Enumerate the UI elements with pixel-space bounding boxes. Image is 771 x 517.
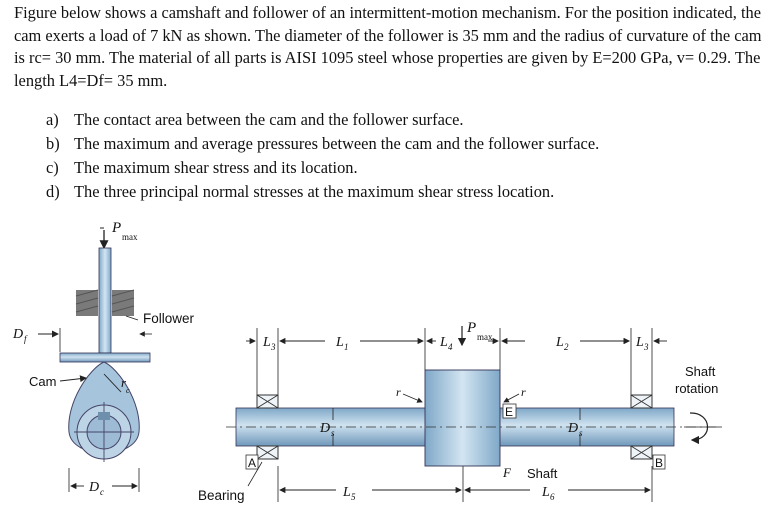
l6-sub: 6	[550, 492, 555, 502]
shaft-rotation-line2: rotation	[675, 381, 718, 396]
point-e-label: E	[505, 405, 513, 419]
problem-statement: Figure below shows a camshaft and follow…	[14, 2, 762, 92]
pmax-mid-label: P	[466, 320, 476, 336]
ds-left-label: D	[319, 421, 330, 436]
dc-sub: c	[100, 487, 104, 497]
task-label: d)	[46, 182, 60, 201]
task-item: c) The maximum shear stress and its locat…	[46, 156, 599, 180]
task-text: The three principal normal stresses at t…	[74, 182, 555, 201]
l4-sub: 4	[448, 342, 453, 352]
dc-label: D	[88, 480, 99, 495]
task-list: a) The contact area between the cam and t…	[46, 108, 599, 204]
point-b-label: B	[655, 456, 663, 470]
l3-left-sub: 3	[270, 342, 276, 352]
l3-right-label: L	[635, 335, 644, 350]
pmax-sub: max	[122, 232, 138, 242]
task-label: c)	[46, 158, 59, 177]
task-item: b) The maximum and average pressures betw…	[46, 132, 599, 156]
l5-label: L	[342, 485, 351, 500]
follower-cam-view: P max Follower D f Cam r c D c	[12, 220, 195, 497]
l4-label: L	[439, 335, 448, 350]
problem-text: Figure below shows a camshaft and follow…	[14, 3, 762, 90]
l2-sub: 2	[564, 342, 569, 352]
l1-label: L	[335, 335, 344, 350]
task-text: The contact area between the cam and the…	[74, 110, 464, 129]
l2-label: L	[555, 335, 564, 350]
shaft-view: L 3 L 1 L 4 P max L 2 L 3 r r E D s D s …	[198, 320, 722, 503]
task-item: d) The three principal normal stresses at…	[46, 180, 599, 204]
point-f-label: F	[502, 465, 512, 480]
rc-sub: c	[126, 386, 130, 395]
point-a-label: A	[248, 456, 256, 470]
rc-label: r	[121, 375, 127, 390]
shaft-rotation-line1: Shaft	[685, 364, 716, 379]
ds-right-label: D	[567, 421, 578, 436]
bearing-label: Bearing	[198, 488, 245, 503]
ds-left-sub: s	[331, 428, 335, 438]
task-label: a)	[46, 110, 59, 129]
l5-sub: 5	[351, 492, 356, 502]
pmax-label: P	[111, 220, 121, 236]
l1-sub: 1	[344, 342, 349, 352]
pmax-mid-sub: max	[477, 332, 493, 342]
task-text: The maximum and average pressures betwee…	[74, 134, 600, 153]
df-label: D	[12, 327, 23, 342]
task-text: The maximum shear stress and its locatio…	[74, 158, 358, 177]
shaft-label: Shaft	[527, 466, 558, 481]
task-item: a) The contact area between the cam and t…	[46, 108, 599, 132]
task-label: b)	[46, 134, 60, 153]
df-sub: f	[24, 334, 28, 344]
l3-left-label: L	[262, 335, 271, 350]
l3-right-sub: 3	[643, 342, 649, 352]
follower-label: Follower	[143, 311, 195, 326]
l6-label: L	[541, 485, 550, 500]
ds-right-sub: s	[579, 428, 583, 438]
cam-label: Cam	[29, 374, 56, 389]
fillet-r-left: r	[396, 385, 401, 399]
fillet-r-right: r	[521, 385, 526, 399]
camshaft-figure: P max Follower D f Cam r c D c	[12, 220, 722, 503]
